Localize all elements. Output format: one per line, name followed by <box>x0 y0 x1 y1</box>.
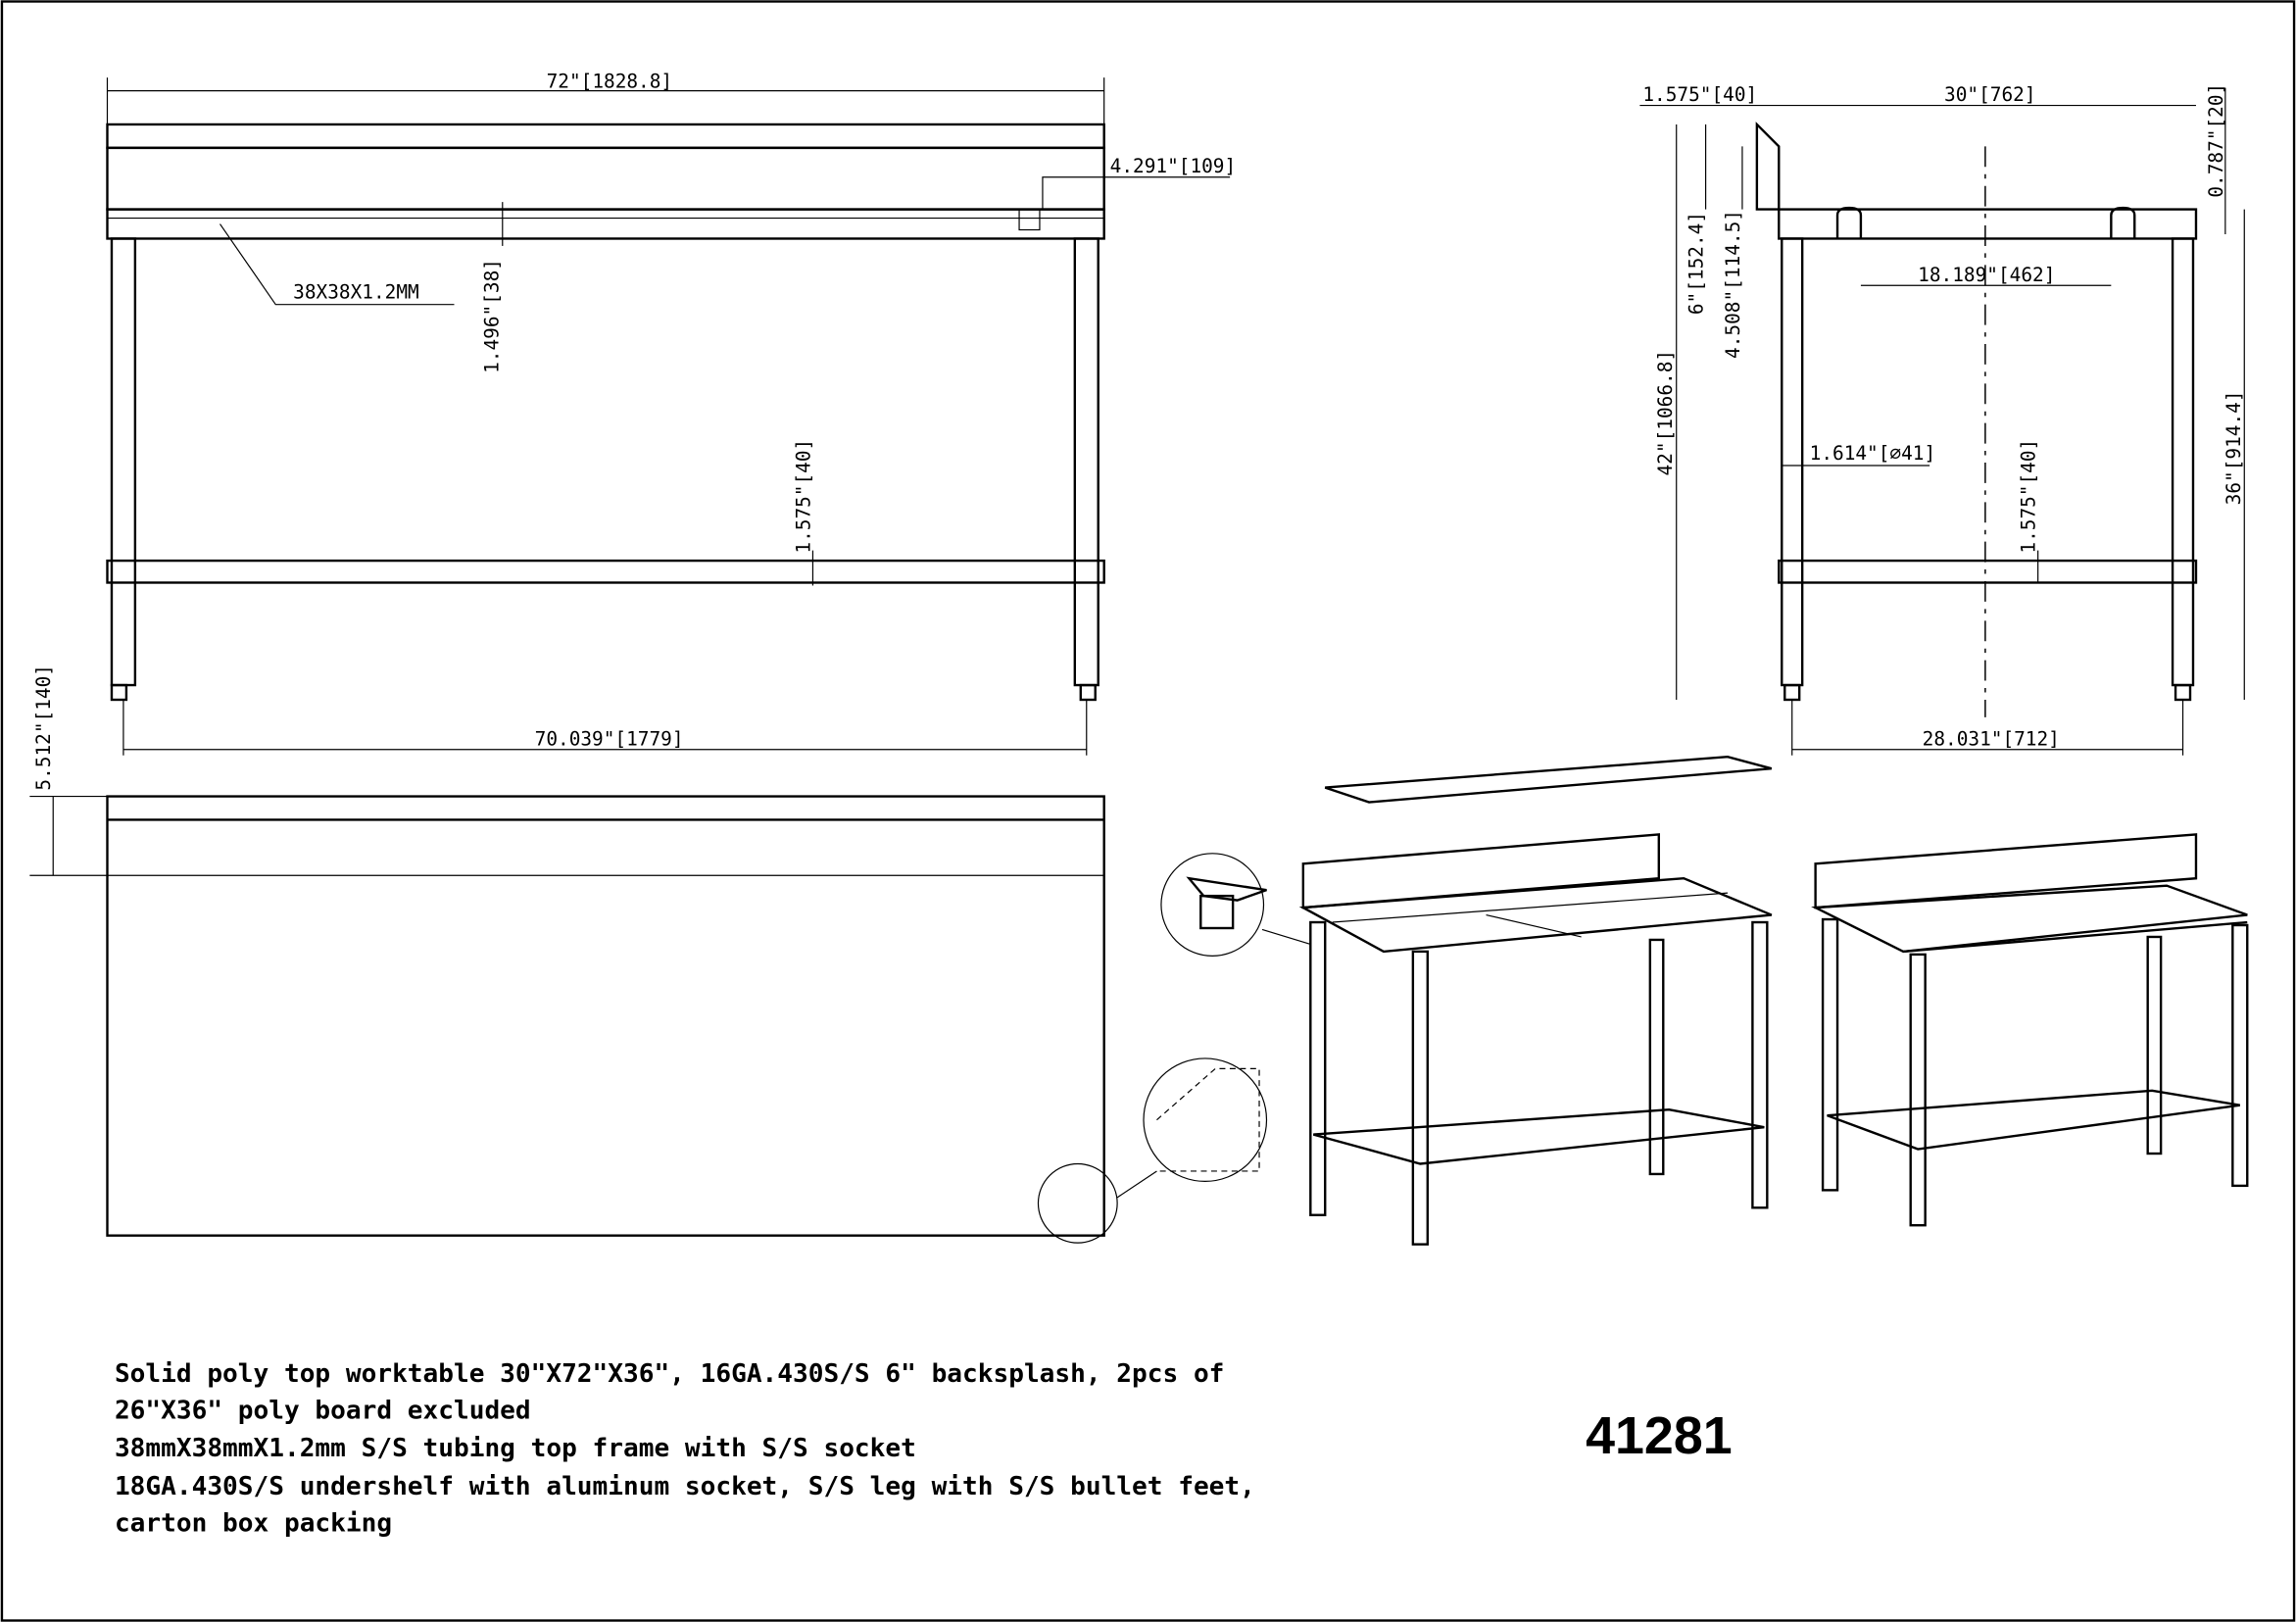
dim-backsplash-thickness: 1.575"[40] <box>1642 83 1757 106</box>
dim-side-shelf-height: 1.575"[40] <box>2018 439 2040 554</box>
note-line: Solid poly top worktable 30"X72"X36", 16… <box>115 1359 1224 1389</box>
note-line: 38mmX38mmX1.2mm S/S tubing top frame wit… <box>115 1434 916 1463</box>
right-leg <box>1073 237 1099 687</box>
dim-backsplash-offset: 4.291"[109] <box>1110 155 1237 177</box>
top-frame <box>106 208 1105 240</box>
dim-backsplash-above-top: 4.508"[114.5] <box>1722 210 1744 359</box>
dim-support-span: 18.189"[462] <box>1918 264 2055 286</box>
dim-shelf-height: 1.575"[40] <box>792 439 814 554</box>
isometric-assembled <box>1811 833 2249 1227</box>
detail-callout-edge <box>1143 1057 1268 1182</box>
dim-backsplash-depth: 5.512"[140] <box>32 664 55 791</box>
dim-leg-span: 70.039"[1779] <box>535 727 684 750</box>
dim-leg-diameter: 1.614"[⌀41] <box>1810 442 1936 465</box>
note-line: 26"X36" poly board excluded <box>115 1396 531 1425</box>
description-notes: Solid poly top worktable 30"X72"X36", 16… <box>115 1359 1255 1538</box>
isometric-frame-exploded <box>1143 756 1773 1246</box>
backsplash <box>106 123 1105 150</box>
dim-backsplash-height: 6"[152.4] <box>1685 212 1708 315</box>
note-line: 18GA.430S/S undershelf with aluminum soc… <box>115 1472 1255 1501</box>
model-number: 41281 <box>1586 1406 1733 1465</box>
detail-callout-socket <box>1160 853 1265 957</box>
dim-edge-height: 0.787"[20] <box>2205 83 2227 198</box>
note-line: carton box packing <box>115 1508 392 1538</box>
label-tube-size: 38X38X1.2MM <box>293 281 419 304</box>
left-leg <box>110 237 137 687</box>
detail-callout-corner <box>1037 1162 1118 1244</box>
front-view: 72"[1828.8] 4.291"[109] 38X38X1.2MM 1.49… <box>106 71 1237 756</box>
undershelf <box>106 559 1105 584</box>
plan-view: 5.512"[140] <box>29 664 1157 1244</box>
dim-frame-height: 1.496"[38] <box>480 259 503 373</box>
dim-side-leg-span: 28.031"[712] <box>1923 727 2060 750</box>
dim-overall-depth: 30"[762] <box>1944 83 2035 106</box>
dim-work-height: 36"[914.4] <box>2223 390 2245 505</box>
dim-overall-height: 42"[1066.8] <box>1654 350 1677 476</box>
dim-overall-length: 72"[1828.8] <box>547 71 673 93</box>
side-view: 1.575"[40] 30"[762] 0.787"[20] 6"[152.4]… <box>1639 83 2245 756</box>
